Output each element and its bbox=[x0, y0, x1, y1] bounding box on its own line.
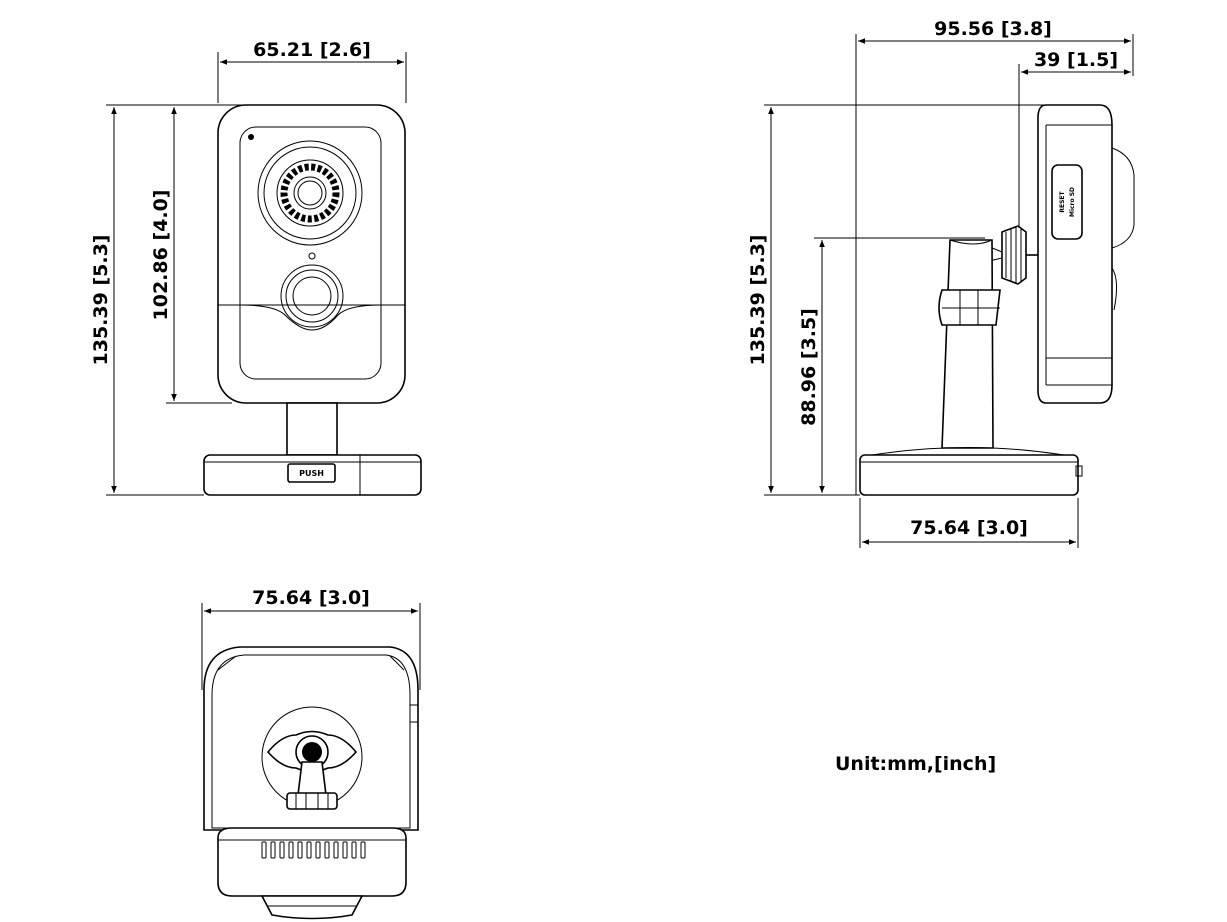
front-width-label: 65.21 [2.6] bbox=[253, 39, 371, 61]
push-label: PUSH bbox=[299, 469, 324, 478]
bottom-width-label: 75.64 [3.0] bbox=[252, 587, 370, 609]
side-total-height-label: 135.39 [5.3] bbox=[747, 235, 769, 366]
side-base-width-label: 75.64 [3.0] bbox=[910, 517, 1028, 539]
side-offset-label: 39 [1.5] bbox=[1034, 49, 1118, 71]
front-total-height-label: 135.39 [5.3] bbox=[90, 235, 112, 366]
reset-label: RESET bbox=[1059, 190, 1066, 212]
side-mount-height-label: 88.96 [3.5] bbox=[798, 308, 820, 426]
front-view: PUSH 65.21 [2.6] 135.39 [5.3] 102.86 [4.… bbox=[90, 39, 422, 496]
bottom-view: 75.64 [3.0] bbox=[201, 587, 421, 920]
side-view: RESET Micro SD 95.56 [3.8] 39 [1.5] bbox=[747, 18, 1135, 548]
unit-label: Unit:mm,[inch] bbox=[835, 753, 996, 775]
micro-sd-label: Micro SD bbox=[1069, 187, 1076, 217]
front-body-height-label: 102.86 [4.0] bbox=[150, 190, 172, 321]
side-depth-label: 95.56 [3.8] bbox=[934, 18, 1052, 40]
